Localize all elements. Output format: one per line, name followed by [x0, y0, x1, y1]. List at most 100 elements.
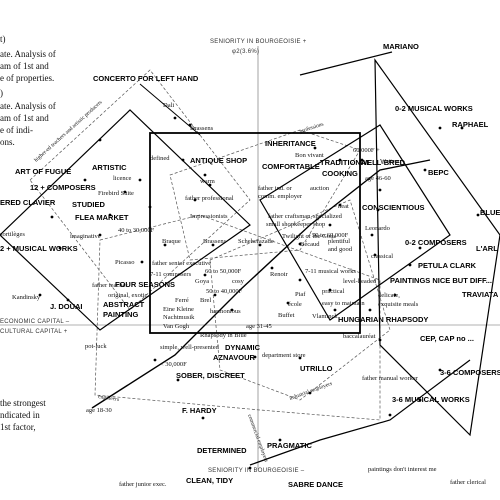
label: SOBER, DISCREET	[176, 371, 245, 380]
polygon-economic	[259, 124, 451, 321]
label: PAINTINGS NICE BUT DIFF...	[390, 276, 492, 285]
note-line: ate. Analysis of	[0, 101, 56, 111]
label: STUDIED	[72, 200, 106, 209]
note-line: am of 1st and	[0, 113, 49, 123]
label: father clerical	[450, 479, 486, 486]
label: RAPHAEL	[452, 120, 489, 129]
label: Braque	[162, 238, 181, 245]
label: Nachtmusik	[163, 314, 195, 321]
label: Rhapsody in Blue	[200, 332, 247, 339]
label: sortilèges	[0, 231, 25, 238]
label: Kandinsky	[12, 294, 41, 301]
label: small shopkeeper	[266, 221, 312, 228]
label: and good	[328, 246, 353, 253]
label: TRADITIONAL	[320, 158, 371, 167]
label: 7-11 musical works	[305, 268, 356, 275]
label: Bécaud	[300, 241, 320, 248]
label: delicate,	[378, 292, 400, 299]
label: J. DOUAI	[50, 302, 83, 311]
label: 50 to 40,000F	[206, 288, 243, 295]
label: DETERMINED	[197, 446, 247, 455]
label: F. HARDY	[182, 406, 217, 415]
label: ERED CLAVIER	[0, 198, 56, 207]
label: 40 to 30,000F	[118, 227, 155, 234]
polygon-cultural	[0, 109, 251, 331]
label: pot-luck	[85, 343, 107, 350]
label: neat	[338, 203, 349, 210]
label: Vlaminck	[312, 313, 338, 320]
label: classical	[371, 253, 393, 260]
label: auction	[310, 185, 330, 192]
note-line: ndicated in	[0, 410, 40, 420]
label: FLEA MARKET	[75, 213, 129, 222]
label: Piaf	[295, 291, 306, 298]
label: baccalauréat	[343, 333, 376, 340]
label: level-headed	[343, 278, 377, 285]
note-line: the strongest	[0, 398, 46, 408]
label: Dali	[163, 102, 174, 109]
box-inheritance	[149, 132, 361, 334]
label: Leonardo	[365, 225, 390, 232]
note-line: ons.	[0, 137, 15, 147]
zone-artistic	[29, 69, 251, 311]
label: age 18-30	[86, 407, 112, 414]
label: BEPC	[428, 168, 449, 177]
label: Eine Kleine	[163, 306, 194, 313]
axis-top-label: SENIORITY IN BOURGEOISIE +	[210, 39, 307, 45]
label: 60 to 50,000F	[205, 268, 242, 275]
label: Twilight of the Gods	[282, 233, 336, 240]
label: ART OF FUGUE	[15, 167, 71, 176]
label: Brassens	[190, 125, 214, 132]
data-points	[38, 116, 480, 470]
label: imaginative	[70, 233, 101, 240]
label: 12 + COMPOSERS	[30, 183, 96, 192]
label: Bon vivant	[295, 152, 324, 159]
label: father craftsman,	[268, 213, 312, 220]
label: 0-2 COMPOSERS	[405, 238, 467, 247]
label: PAINTING	[103, 310, 138, 319]
label: Scheherazade	[238, 238, 274, 245]
label: father senior executive	[152, 260, 211, 267]
label: UTRILLO	[300, 364, 333, 373]
note-line: ate. Analysis of	[0, 49, 56, 59]
axis-left-label-2: CULTURAL CAPITAL +	[0, 329, 68, 335]
label: ABSTRACT	[103, 300, 145, 309]
line-trajectory	[91, 159, 431, 409]
label: INHERITANCE	[265, 139, 316, 148]
label: easy to maintain	[322, 300, 365, 307]
label: Firebird Suite	[98, 190, 134, 197]
label: comm. employer	[258, 193, 303, 200]
label: PRAGMATIC	[267, 441, 312, 450]
axis-left-label-1: ECONOMIC CAPITAL –	[0, 319, 70, 325]
label: original, exotic	[108, 292, 147, 299]
label: plentiful	[328, 238, 350, 245]
label: father teacher	[92, 282, 128, 289]
label: department store	[262, 352, 306, 359]
label: < 30,000F	[160, 361, 187, 368]
label: 7-11 composers	[150, 271, 192, 278]
label: DYNAMIC	[225, 343, 261, 352]
label: CLEAN, TIDY	[186, 476, 233, 485]
polygon-right	[374, 58, 500, 437]
label: 60,000F +	[353, 147, 380, 154]
label: father ind. or	[258, 185, 293, 192]
label: COOKING	[322, 169, 358, 178]
label: Ferré	[175, 297, 189, 304]
label: AZNAVOUR	[213, 353, 256, 362]
label: Brel	[200, 297, 211, 304]
label: BLUE	[480, 208, 500, 217]
label: father manual worker	[362, 375, 419, 382]
label: 50 to 60,000F	[312, 232, 349, 239]
label: COMFORTABLE	[262, 162, 320, 171]
note-line: am of 1st and	[0, 61, 49, 71]
label: FOUR SEASONS	[115, 280, 175, 289]
line-concerto	[139, 83, 201, 136]
label: 2 + MUSICAL WORKS	[0, 244, 78, 253]
note-line: t)	[0, 34, 6, 44]
label: 3-6 COMPOSERS	[440, 368, 500, 377]
note-line: e of indi-	[0, 125, 33, 135]
label: ANTIQUE SHOP	[190, 156, 247, 165]
label: L'ARL	[476, 244, 498, 253]
zone-label-engineers: engineers	[98, 394, 120, 403]
